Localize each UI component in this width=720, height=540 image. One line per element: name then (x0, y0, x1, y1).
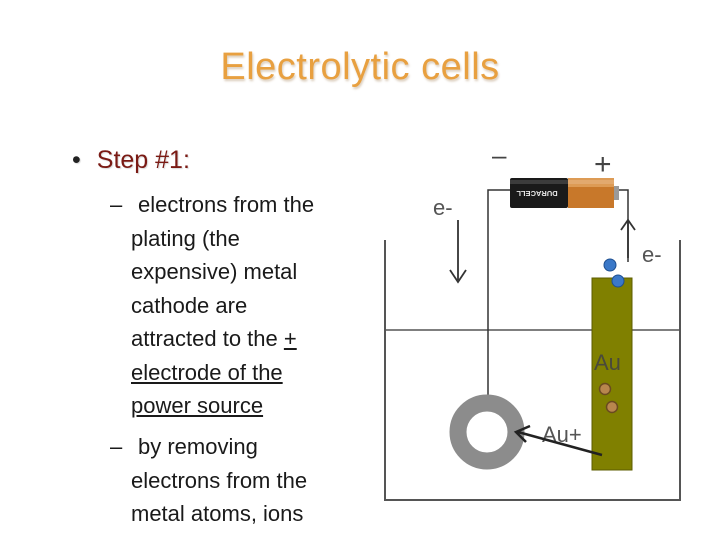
electron-particle (603, 258, 617, 272)
battery: DURACELL (510, 178, 619, 208)
electrolytic-cell-diagram: DURACELL – + e- e- Au Au+ (384, 140, 681, 501)
up-arrow-head (620, 218, 636, 231)
ion-particle (605, 400, 619, 414)
plus-sign-battery: + (594, 148, 612, 181)
minus-sign: – (492, 140, 507, 170)
dash-marker: – (110, 434, 123, 459)
dash-marker: – (110, 192, 123, 217)
bullet-1-line-3: expensive) metal (131, 259, 298, 284)
bullet-1-line-5-text: attracted to the (131, 326, 284, 351)
ion-arrow-head (513, 424, 531, 443)
ring-cathode (449, 394, 525, 470)
ion-arrow (517, 430, 603, 457)
bullet-dot: • (72, 146, 81, 174)
gold-electrode (591, 277, 633, 471)
bullet-point-2: – by removing electrons from the metal a… (110, 430, 370, 531)
step-label: Step #1: (96, 146, 190, 174)
electron-label-right: e- (642, 242, 662, 267)
bullet-2-line-3: metal atoms, ions (131, 501, 304, 526)
beaker (384, 240, 681, 501)
bullet-point-1: – electrons from the plating (the expens… (110, 188, 370, 423)
electron-label-left: e- (433, 195, 453, 220)
ion-particle (598, 382, 612, 396)
bullet-1-line-6: electrode of the (131, 359, 283, 385)
electron-particle (611, 274, 625, 288)
bullet-2-line-1: by removing (138, 434, 258, 459)
bullet-1-line-1: electrons from the (138, 192, 315, 217)
down-arrow-head (449, 269, 467, 284)
bullet-1-line-5: attracted to the + (110, 322, 370, 356)
step-heading: • Step #1: (72, 146, 190, 175)
metal-label: Au (594, 350, 621, 375)
plus-sign: + (283, 326, 297, 351)
bullet-1-line-2: plating (the (131, 225, 240, 251)
bullet-2-line-2: electrons from the (131, 467, 308, 493)
bullet-1-line-7: power source (131, 393, 264, 418)
slide-title: Electrolytic cells (220, 46, 500, 88)
battery-text: DURACELL (516, 189, 558, 198)
left-wire (487, 189, 510, 398)
bullet-1-line-4: cathode are (131, 292, 248, 318)
